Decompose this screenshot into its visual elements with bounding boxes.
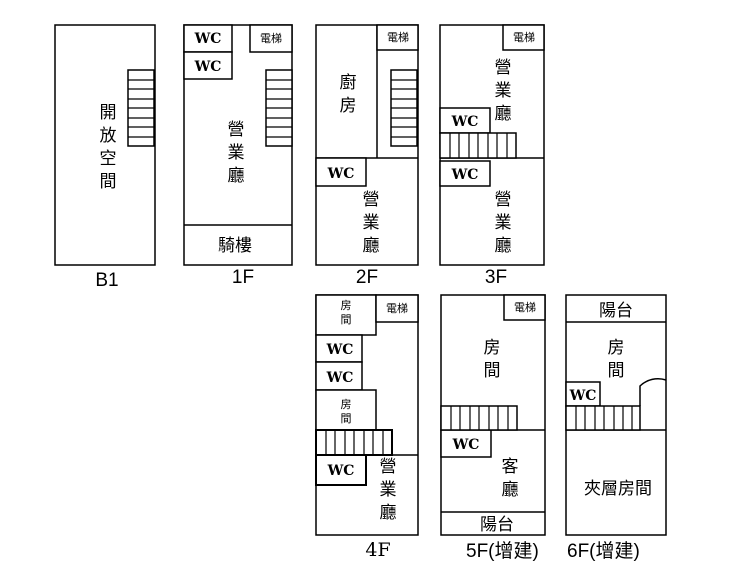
b1-stairs [127, 69, 155, 147]
floor-4f: 房間 電梯 WC WC 房間 WC 營業廳 4F [315, 294, 419, 561]
2f-kitchen-label: 廚房 [340, 72, 357, 116]
4f-wc3-label: WC [327, 463, 355, 479]
4f-room2-box [315, 389, 377, 431]
4f-room1-label: 房間 [341, 299, 352, 326]
1f-wc1-box [183, 24, 233, 53]
floor-5f: 電梯 房間 WC 客廳 陽台 [440, 294, 546, 536]
3f-hall-lower-label: 營業廳 [495, 190, 512, 256]
3f-floor-label: 3F [485, 267, 507, 288]
6f-wc-label: WC [569, 388, 597, 404]
4f-wc1-label: WC [326, 342, 354, 358]
floor-b1: 開放空間 B1 [54, 24, 156, 291]
2f-floor-label: 2F [356, 267, 378, 288]
5f-wc-label: WC [452, 437, 480, 453]
5f-stairs [440, 405, 518, 431]
2f-elevator-box [376, 24, 419, 51]
4f-elevator-label: 電梯 [386, 302, 408, 315]
floor-2f: 電梯 廚房 WC 營業廳 2F [315, 24, 419, 288]
2f-stairs [390, 69, 418, 147]
3f-wc1-label: WC [451, 114, 479, 130]
3f-wc2-box [439, 160, 491, 187]
1f-elevator-label: 電梯 [260, 32, 282, 45]
1f-elevator-box [249, 24, 293, 53]
1f-floor-label: 1F [232, 267, 254, 288]
3f-elevator-label: 電梯 [513, 31, 535, 44]
1f-hall-label: 營業廳 [228, 120, 245, 186]
5f-elevator-box [503, 294, 546, 321]
3f-wc2-label: WC [451, 167, 479, 183]
5f-room-label: 房間 [484, 338, 501, 381]
6f-door-arc [639, 377, 667, 406]
floor-6f: 陽台 房間 WC 夾層房間 [565, 294, 667, 536]
6f-floor-label: 6F(增建) [567, 540, 640, 562]
5f-balcony-label: 陽台 [480, 515, 514, 535]
floor-1f: WC WC 電梯 營業廳 騎樓 1F [183, 24, 293, 288]
6f-room-label: 房間 [608, 338, 625, 381]
6f-stairs [565, 405, 641, 431]
4f-room2-label: 房間 [341, 398, 352, 425]
1f-stairs [265, 69, 293, 147]
b1-open-space-label: 開放空間 [100, 103, 117, 192]
1f-arcade-label: 騎樓 [218, 236, 252, 256]
4f-floor-label: 4F [365, 539, 390, 561]
2f-elevator-label: 電梯 [387, 31, 409, 44]
4f-hall-label: 營業廳 [380, 457, 397, 523]
4f-wc2-label: WC [326, 370, 354, 386]
5f-living-label: 客廳 [502, 457, 519, 500]
2f-hall-label: 營業廳 [363, 190, 380, 256]
5f-floor-label: 5F(增建) [466, 540, 539, 562]
1f-wc1-label: WC [194, 31, 222, 47]
3f-hall-upper-label: 營業廳 [495, 58, 512, 124]
6f-balcony-label: 陽台 [599, 301, 633, 321]
4f-room1-box [315, 294, 377, 336]
1f-wc2-box [183, 51, 233, 80]
5f-elevator-label: 電梯 [514, 301, 536, 314]
2f-wc-box [315, 157, 367, 187]
4f-stairs [315, 429, 393, 456]
1f-wc2-label: WC [194, 59, 222, 75]
3f-stairs [439, 132, 517, 159]
4f-elevator-box [375, 294, 419, 323]
floor-3f: 電梯 營業廳 WC WC 營業廳 3F [439, 24, 545, 288]
6f-mezzanine-label: 夾層房間 [584, 479, 652, 499]
3f-elevator-box [502, 24, 545, 51]
2f-wc-label: WC [327, 166, 355, 182]
b1-floor-label: B1 [95, 270, 118, 291]
